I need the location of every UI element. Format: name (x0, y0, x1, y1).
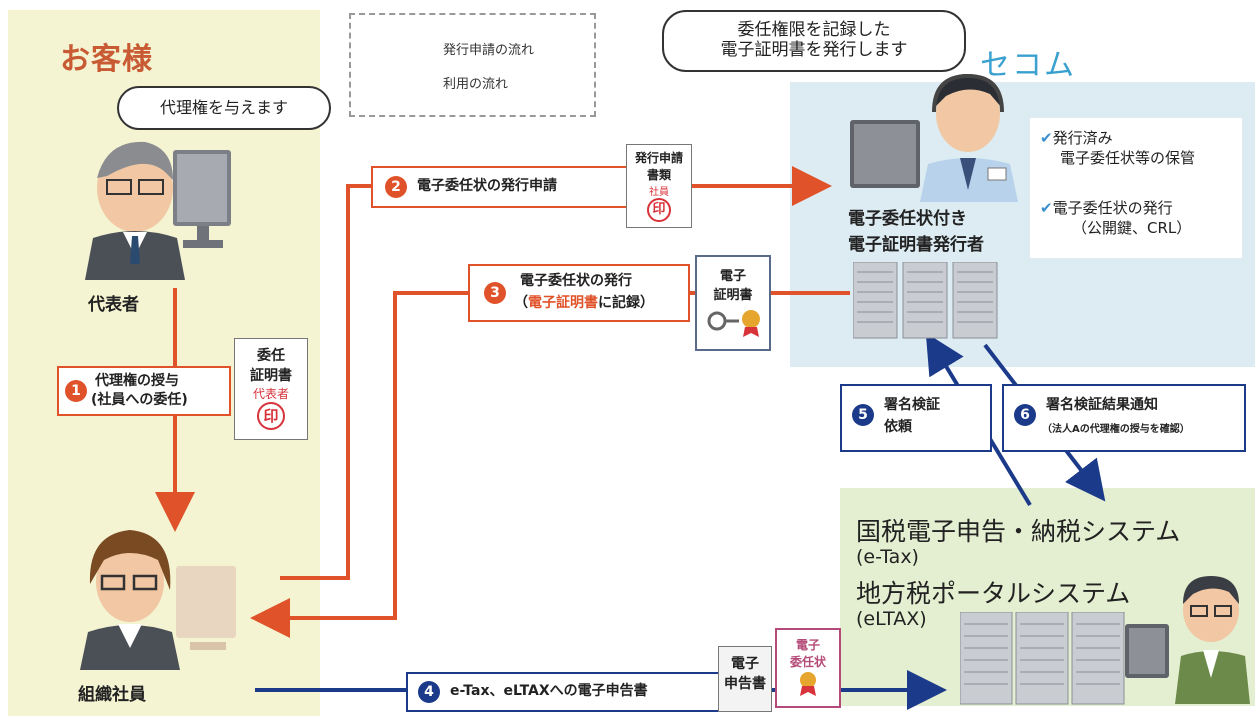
step6-number: 6 (1014, 404, 1036, 426)
step1-box: 1 代理権の授与 (社員への委任) (57, 366, 231, 416)
step5-box: 5 署名検証 依頼 (840, 384, 992, 452)
secom-title: セコム (980, 48, 1076, 83)
medal-icon (800, 672, 816, 696)
secom-services: ✔発行済み 電子委任状等の保管 ✔電子委任状の発行 （公開鍵、CRL） (1030, 118, 1242, 258)
employee-label: 組織社員 (78, 685, 146, 705)
eltax-title: 地方税ポータルシステム (856, 579, 1131, 608)
step3-highlight: 電子証明書 (528, 295, 598, 311)
government-servers (960, 612, 1125, 705)
e-cert-line1: 電子 (719, 269, 746, 284)
e-filing-document: 電子 申告書 (718, 646, 772, 712)
step3-line2: （電子証明書に記録） (514, 294, 654, 313)
step4-text: e-Tax、eLTAXへの電子申告書 (450, 683, 648, 699)
seal-icon: 印 (257, 402, 285, 430)
step3-box: 3 電子委任状の発行 （電子証明書に記録） (468, 264, 690, 322)
service1-line1: 発行済み (1052, 129, 1113, 147)
government-officer-figure (1125, 576, 1250, 704)
key-and-medal-icon (707, 310, 760, 337)
step2-number: 2 (385, 176, 407, 198)
step4-number: 4 (418, 681, 440, 703)
e-delegation-line2: 委任状 (789, 655, 826, 669)
secom-speech-bubble: 委任権限を記録した 電子証明書を発行します (662, 10, 966, 72)
legend: 発行申請の流れ 利用の流れ (349, 13, 596, 117)
secom-bubble-line1: 委任権限を記録した (737, 20, 891, 40)
check-icon: ✔ (1040, 129, 1053, 147)
service2: ✔電子委任状の発行 （公開鍵、CRL） (1040, 198, 1191, 238)
step3-number: 3 (484, 282, 506, 304)
application-doc-line1: 発行申請 (634, 151, 683, 165)
step2-box: 2 電子委任状の発行申請 (371, 166, 629, 208)
seal-icon: 印 (647, 198, 671, 222)
step5-line2: 依頼 (884, 419, 912, 435)
secom-servers (853, 262, 998, 339)
step6-box: 6 署名検証結果通知 （法人Aの代理権の授与を確認） (1002, 384, 1246, 452)
etax-title: 国税電子申告・納税システム (856, 517, 1181, 546)
step1-number: 1 (65, 380, 87, 402)
customer-speech-bubble: 代理権を与えます (117, 86, 331, 130)
step3-open-paren: （ (514, 295, 528, 311)
application-document: 発行申請 書類 社員 印 (626, 144, 692, 228)
service2-line1: 電子委任状の発行 (1052, 199, 1173, 217)
legend-use-label: 利用の流れ (443, 77, 509, 92)
customer-title: お客様 (60, 42, 153, 77)
representative-label: 代表者 (88, 295, 139, 315)
application-doc-line2: 書類 (646, 168, 671, 182)
step2-text: 電子委任状の発行申請 (417, 178, 557, 194)
delegation-certificate-document: 委任 証明書 代表者 印 (234, 338, 308, 440)
step3-line1: 電子委任状の発行 (520, 273, 632, 289)
legend-apply-label: 発行申請の流れ (443, 43, 535, 58)
step1-line2: (社員への委任) (91, 392, 188, 408)
delegation-cert-line1: 委任 (257, 348, 285, 364)
employee-figure (80, 530, 236, 670)
step2-arrow (280, 166, 832, 580)
e-delegation-line1: 電子 (795, 638, 820, 652)
eltax-subtitle: (eLTAX) (856, 608, 927, 630)
step4-box: 4 e-Tax、eLTAXへの電子申告書 (406, 672, 722, 712)
step5-line1: 署名検証 (884, 397, 940, 413)
step1-line1: 代理権の授与 (95, 373, 179, 389)
e-filing-line2: 申告書 (724, 676, 766, 692)
step5-number: 5 (852, 404, 874, 426)
etax-subtitle: (e-Tax) (856, 546, 919, 568)
e-filing-line1: 電子 (731, 656, 759, 672)
service2-line2: （公開鍵、CRL） (1072, 219, 1192, 237)
service1: ✔発行済み 電子委任状等の保管 (1040, 128, 1195, 168)
step6-line2: （法人Aの代理権の授与を確認） (1042, 424, 1190, 435)
operator-figure (850, 73, 1018, 202)
issuer-line1: 電子委任状付き (848, 209, 967, 229)
e-certificate-document: 電子 証明書 (695, 255, 771, 351)
secom-bubble-line2: 電子証明書を発行します (720, 40, 908, 60)
representative-figure (85, 141, 231, 280)
issuer-line2: 電子証明書発行者 (848, 235, 984, 255)
check-icon: ✔ (1040, 199, 1053, 217)
e-cert-line2: 証明書 (713, 288, 753, 303)
application-doc-role: 社員 (649, 187, 669, 198)
step3-rest: に記録） (598, 295, 654, 311)
service1-line2: 電子委任状等の保管 (1060, 149, 1196, 167)
step6-line1: 署名検証結果通知 (1046, 397, 1158, 413)
customer-bubble-text: 代理権を与えます (159, 98, 288, 117)
delegation-cert-line2: 証明書 (250, 368, 292, 384)
issuer-label: 電子委任状付き 電子証明書発行者 (848, 206, 984, 258)
delegation-cert-role: 代表者 (252, 387, 289, 401)
e-delegation-document: 電子 委任状 (775, 628, 841, 708)
